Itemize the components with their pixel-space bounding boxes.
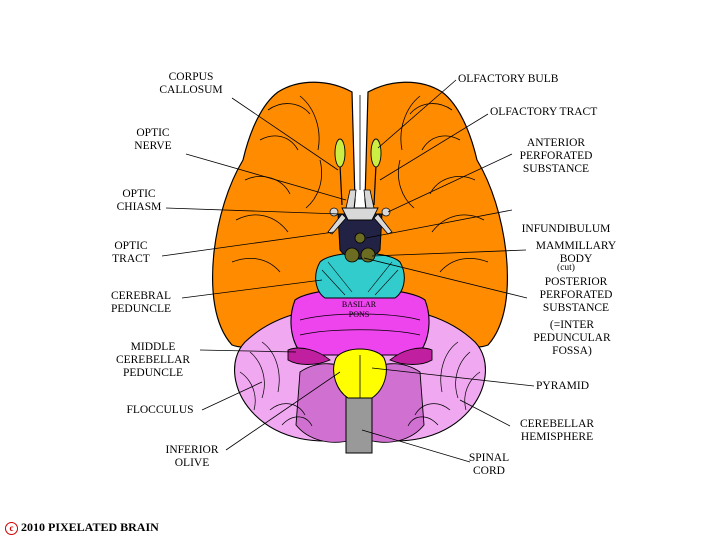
label-middle-cerebellar-peduncle: MIDDLE CEREBELLAR PEDUNCLE [115, 341, 191, 379]
olfactory-system [334, 138, 382, 206]
cerebral-sulci [231, 95, 489, 273]
label-olfactory-bulb: OLFACTORY BULB [458, 73, 559, 85]
cerebellar-folia [239, 341, 481, 427]
pons-fibers [299, 313, 421, 336]
label-pyramid: PYRAMID [536, 380, 590, 392]
peduncle-lines [321, 261, 399, 296]
label-mammillary-body: MAMMILLARY BODY [535, 240, 617, 265]
label-spinal-cord: SPINAL CORD [468, 452, 510, 477]
label-inferior-olive: INFERIOR OLIVE [165, 444, 219, 469]
label-posterior-perforated-substance: POSTERIOR PERFORATED SUBSTANCE [539, 276, 613, 314]
cerebral-peduncle [315, 252, 405, 299]
copyright-text: 2010 PIXELATED BRAIN [21, 520, 159, 534]
olfactory-bulb-right [370, 138, 382, 168]
label-cerebral-peduncle: CEREBRAL PEDUNCLE [110, 290, 172, 315]
label-interpeduncular-fossa: (=INTER PEDUNCULAR FOSSA) [533, 319, 611, 357]
label-flocculus: FLOCCULUS [126, 404, 194, 416]
spinal-cord [345, 394, 373, 454]
label-corpus-callosum: CORPUS CALLOSUM [159, 71, 223, 96]
label-olfactory-tract: OLFACTORY TRACT [490, 106, 598, 118]
label-anterior-perforated-substance: ANTERIOR PERFORATED SUBSTANCE [519, 137, 593, 175]
leader-lines [161, 79, 535, 463]
copyright-icon: c [5, 522, 18, 535]
label-optic-tract: OPTIC TRACT [112, 240, 150, 265]
label-infundibulum-note: (cut) [557, 263, 575, 273]
label-cerebellar-hemisphere: CEREBELLAR HEMISPHERE [519, 418, 595, 443]
right-middle-cerebellar-peduncle [389, 347, 433, 365]
label-optic-chiasm: OPTIC CHIASM [116, 188, 162, 213]
optic-chiasm [341, 207, 379, 221]
optic-nerve [345, 189, 375, 209]
olfactory-bulb-left [334, 138, 346, 168]
pons [290, 288, 430, 356]
left-middle-cerebellar-peduncle [287, 347, 331, 365]
mammillary-body-left [344, 247, 360, 263]
label-optic-nerve: OPTIC NERVE [134, 127, 172, 152]
label-infundibulum: INFUNDIBULUM (cut) [514, 197, 618, 288]
label-basilar-pons: BASILAR PONS [341, 300, 377, 319]
label-infundibulum-text: INFUNDIBULUM [521, 223, 611, 235]
infundibulum [354, 232, 366, 244]
